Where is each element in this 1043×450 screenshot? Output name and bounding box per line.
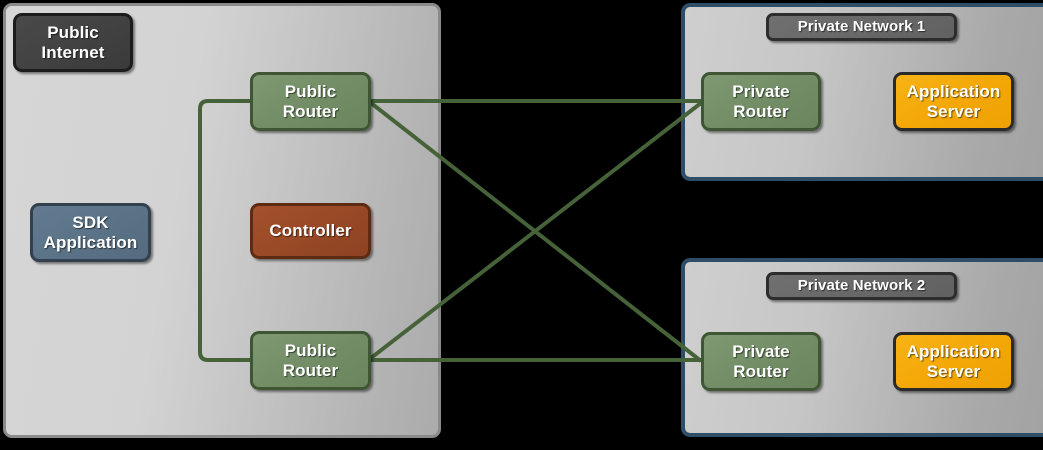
region-label-private-network-1: Private Network 1: [766, 13, 957, 41]
region-label-public-internet: Public Internet: [13, 13, 133, 72]
node-application-server-1[interactable]: Application Server: [893, 72, 1014, 131]
node-public-router-1[interactable]: Public Router: [250, 72, 371, 131]
node-private-router-1[interactable]: Private Router: [701, 72, 821, 131]
node-application-server-2[interactable]: Application Server: [893, 332, 1014, 391]
node-public-router-2[interactable]: Public Router: [250, 331, 371, 390]
node-private-router-2[interactable]: Private Router: [701, 332, 821, 391]
region-label-private-network-2: Private Network 2: [766, 272, 957, 300]
node-controller[interactable]: Controller: [250, 203, 371, 259]
node-sdk-application[interactable]: SDK Application: [30, 203, 151, 262]
